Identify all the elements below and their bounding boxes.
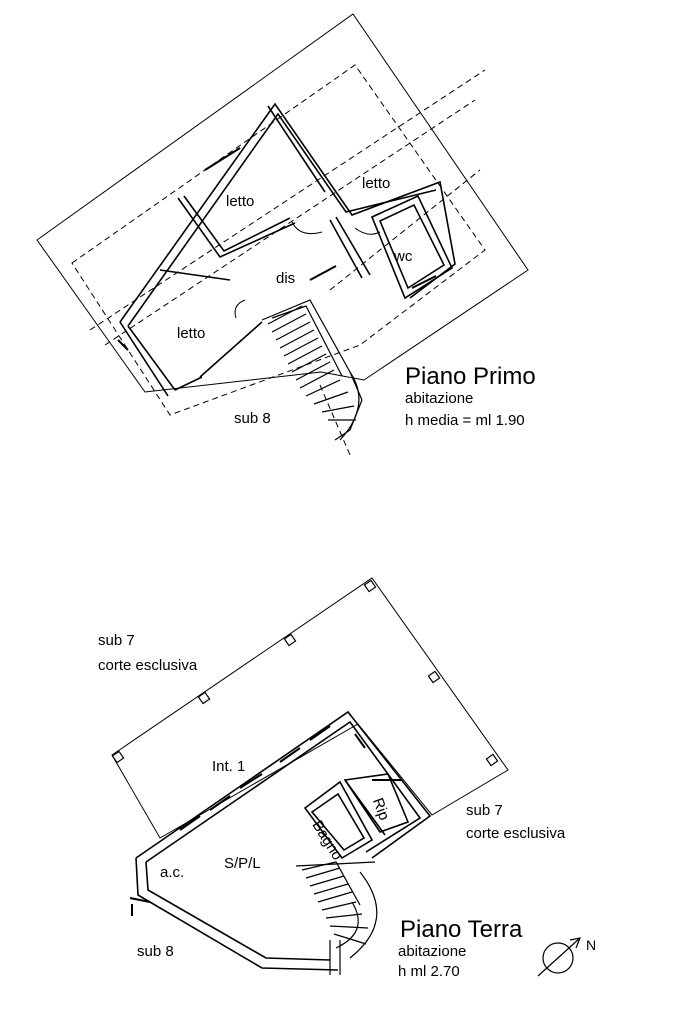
room-label-int-1: Int. 1 [212,758,246,775]
first-floor-staircase [261,299,363,441]
room-label-letto-2: letto [362,175,391,192]
ground-floor-walls [135,710,432,971]
court-top-desc-label: corte esclusiva [98,657,198,674]
ground-floor-plan [111,577,509,975]
first-floor-dashed-outline [71,64,486,456]
ground-floor-sub-label: sub 8 [137,943,174,960]
first-floor-plan [36,13,529,456]
first-floor-title: Piano Primo [405,363,536,390]
room-label-spl: S/P/L [224,855,261,872]
first-floor-sub-label: sub 8 [234,410,271,427]
court-right-desc-label: corte esclusiva [466,825,566,842]
court-right-sub-label: sub 7 [466,802,503,819]
ground-floor-court-outline [111,577,509,839]
ground-floor-staircase [295,861,378,975]
room-label-letto-1: letto [226,193,255,210]
ground-floor-height: h ml 2.70 [398,963,460,980]
room-label-ac: a.c. [160,864,185,881]
court-top-sub-label: sub 7 [98,632,135,649]
compass-north-label: N [586,937,597,953]
room-label-letto-3: letto [177,325,206,342]
first-floor-walls [119,102,456,397]
room-label-dis: dis [276,270,296,287]
room-label-wc: wc [394,248,413,265]
ground-floor-usage: abitazione [398,943,467,960]
first-floor-usage: abitazione [405,390,474,407]
first-floor-lot-outline [36,13,529,393]
first-floor-height: h media = ml 1.90 [405,412,525,429]
compass-icon [537,937,581,977]
ground-floor-title: Piano Terra [400,916,523,943]
